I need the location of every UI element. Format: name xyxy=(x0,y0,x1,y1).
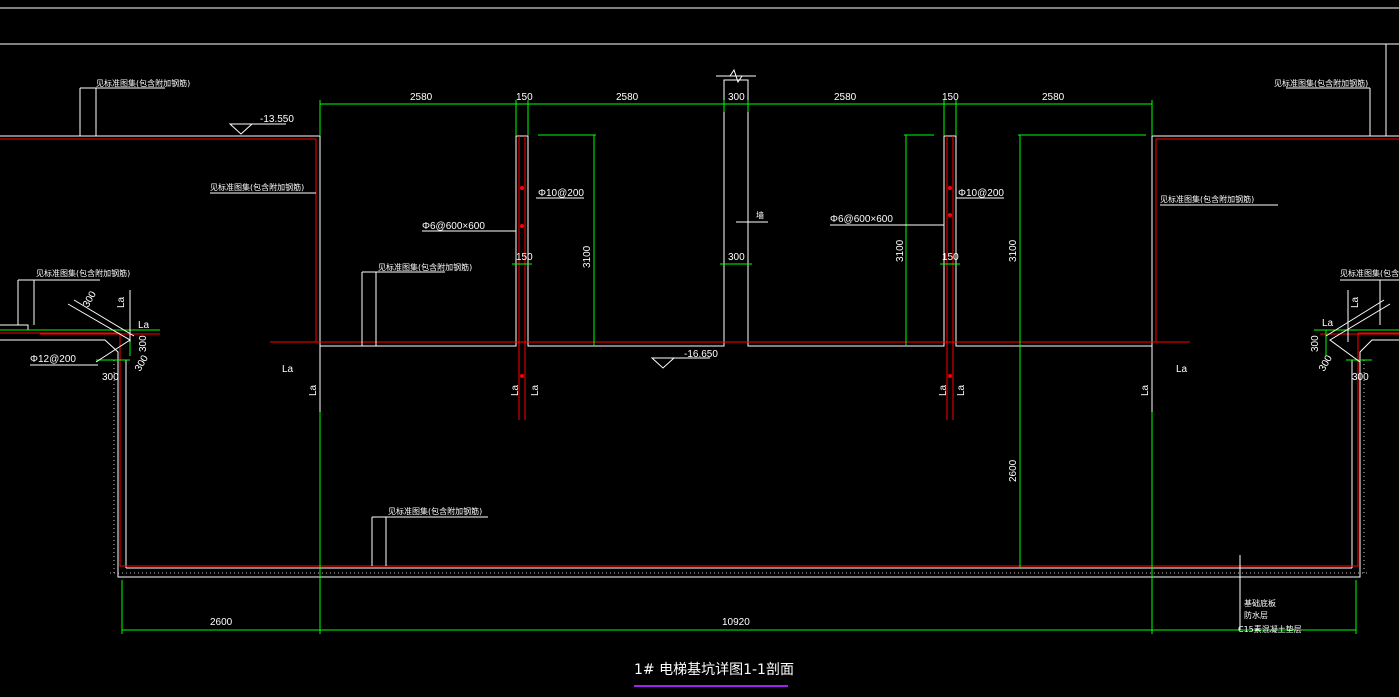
dim-3100-a: 3100 xyxy=(582,245,593,268)
dim-300-center-wall: 300 xyxy=(728,252,745,263)
layer-blinding: C15素混凝土垫层 xyxy=(1238,624,1302,634)
rebar-left-vert: Φ10@200 xyxy=(538,188,584,199)
dim-2600-vert: 2600 xyxy=(1008,459,1019,482)
la-right-corner: La xyxy=(1322,318,1334,329)
leader-lines xyxy=(17,68,1399,630)
dim-150-2: 150 xyxy=(942,92,959,103)
la-wall1b: La xyxy=(530,384,541,396)
dim-300: 300 xyxy=(728,92,745,103)
dim-2580-1: 2580 xyxy=(410,92,433,103)
rebar-right-tie: Φ6@600×600 xyxy=(830,214,893,225)
rebar-right-vert: Φ10@200 xyxy=(958,188,1004,199)
layer-waterproof: 防水层 xyxy=(1244,610,1268,620)
dim-300-left-v: 300 xyxy=(138,335,149,352)
drawing-title: 1# 电梯基坑详图1-1剖面 xyxy=(634,661,794,678)
la-left-vert: La xyxy=(116,296,127,308)
elevation-texts: -13.550 -16.650 xyxy=(260,114,718,360)
dim-2600-bottom: 2600 xyxy=(210,617,233,628)
dimension-lines xyxy=(0,100,1399,634)
dim-300-right-bottom: 300 xyxy=(1352,372,1369,383)
top-dimension-texts: 2580 150 2580 300 2580 150 2580 xyxy=(410,92,1065,103)
rebar-dots xyxy=(520,186,952,378)
vertical-dimension-texts: 3100 3100 3100 2600 300 300 300 300 xyxy=(81,239,1335,482)
note-top-right: 见标准图集(包含附加钢筋) xyxy=(1274,78,1368,88)
dim-2580-4: 2580 xyxy=(1042,92,1065,103)
note-pit-wall: 见标准图集(包含附加钢筋) xyxy=(378,262,472,272)
rebar-lines xyxy=(0,136,1399,567)
note-right-wall: 见标准图集(包含附加钢筋) xyxy=(1160,194,1254,204)
rebar-texts: Φ10@200 Φ6@600×600 Φ10@200 Φ6@600×600 Φ1… xyxy=(30,188,1004,365)
anchorage-texts: La La La La La La La La La La La La xyxy=(116,296,1361,396)
dim-3100-c: 3100 xyxy=(1008,239,1019,262)
dim-300-right-v: 300 xyxy=(1310,335,1321,352)
bottom-dimension-texts: 2600 10920 xyxy=(210,617,750,628)
layer-slab: 基础底板 xyxy=(1244,598,1276,608)
la-left-floor: La xyxy=(282,364,294,375)
frame-lines xyxy=(0,7,1399,136)
layer-notes: 基础底板 防水层 C15素混凝土垫层 xyxy=(1238,598,1302,634)
dim-150-1: 150 xyxy=(516,92,533,103)
dim-300-left-diag2: 300 xyxy=(133,353,151,373)
corner-bars xyxy=(67,299,1391,363)
blinding-layer xyxy=(110,360,1368,574)
dim-300-left-bottom: 300 xyxy=(102,372,119,383)
note-far-left: 见标准图集(包含附加钢筋) xyxy=(36,268,130,278)
la-right-tick: La xyxy=(1140,384,1151,396)
elevation-pit: -16.650 xyxy=(684,349,718,360)
dim-150-left-wall: 150 xyxy=(516,252,533,263)
la-wall1a: La xyxy=(510,384,521,396)
rebar-left-tie: Φ6@600×600 xyxy=(422,221,485,232)
dim-150-right-wall: 150 xyxy=(942,252,959,263)
waterproof-notes: 见标准图集(包含附加钢筋) 见标准图集(包含附加钢筋) 见标准图集(包含附加钢筋… xyxy=(36,78,1399,516)
elevation-top: -13.550 xyxy=(260,114,294,125)
rebar-corner: Φ12@200 xyxy=(30,354,76,365)
wall-label: 墙 xyxy=(756,210,764,220)
la-right-vert: La xyxy=(1350,296,1361,308)
la-right-floor: La xyxy=(1176,364,1188,375)
note-top-left: 见标准图集(包含附加钢筋) xyxy=(96,78,190,88)
note-bottom: 见标准图集(包含附加钢筋) xyxy=(388,506,482,516)
note-far-right: 见标准图集(包含附加钢筋) xyxy=(1340,268,1399,278)
la-left-tick: La xyxy=(308,384,319,396)
note-left-wall: 见标准图集(包含附加钢筋) xyxy=(210,182,304,192)
dim-300-left-diag: 300 xyxy=(81,289,99,309)
elevation-marker-top xyxy=(228,123,254,135)
elevation-marker-pit xyxy=(650,357,676,369)
dim-10920: 10920 xyxy=(722,617,750,628)
dim-2580-2: 2580 xyxy=(616,92,639,103)
la-wall2a: La xyxy=(938,384,949,396)
la-left-corner: La xyxy=(138,320,150,331)
concrete-outline xyxy=(0,79,1399,578)
dim-3100-b: 3100 xyxy=(895,239,906,262)
dim-300-right-diag: 300 xyxy=(1317,353,1335,373)
dim-2580-3: 2580 xyxy=(834,92,857,103)
la-wall2b: La xyxy=(956,384,967,396)
